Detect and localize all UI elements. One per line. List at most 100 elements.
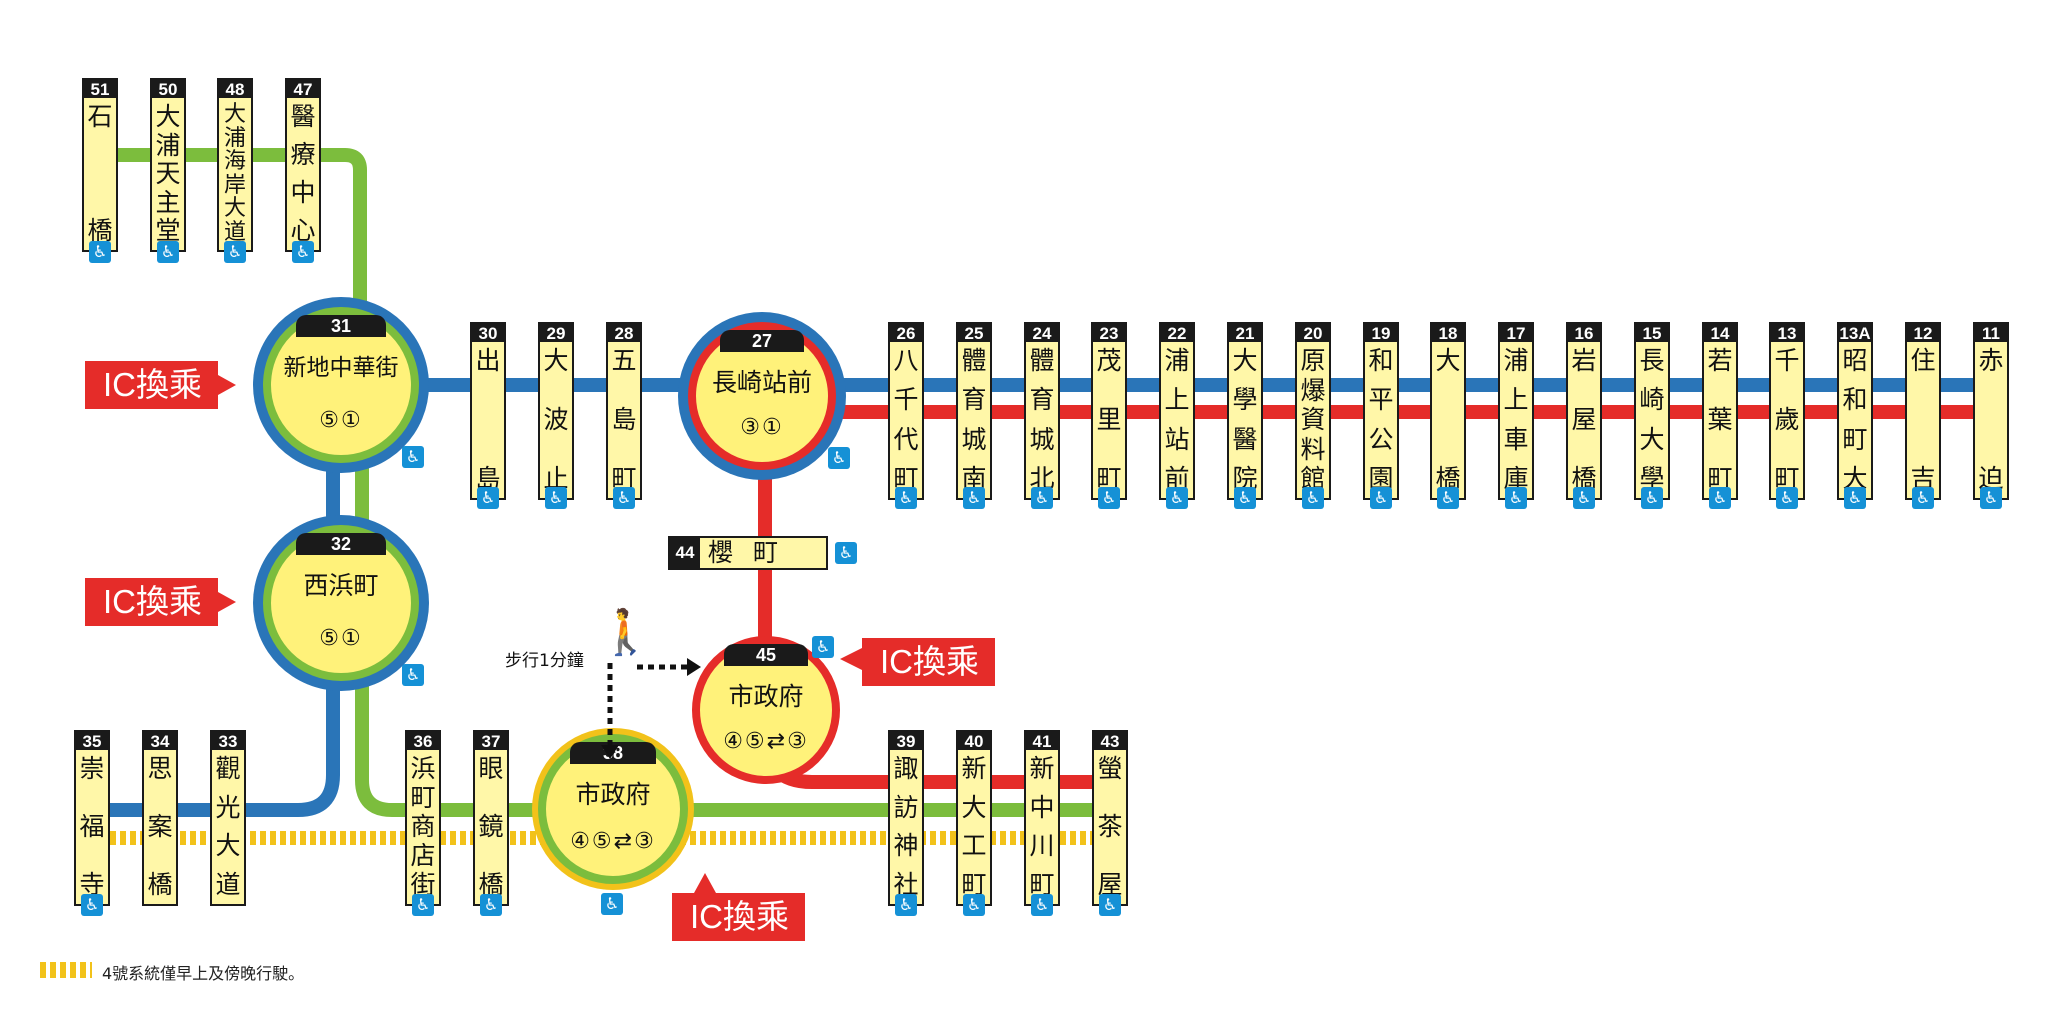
station-name: 櫻町 xyxy=(708,538,799,567)
station-51[interactable]: 51 石橋 xyxy=(82,78,118,252)
station-number: 17 xyxy=(1498,322,1534,343)
station-name: 體育城南 xyxy=(956,342,992,500)
station-name: 眼鏡橋 xyxy=(473,750,509,906)
tram-lines-icon: ⑤① xyxy=(319,408,363,433)
tram-lines-icon: ⑤① xyxy=(319,626,363,651)
station-name: 浦上站前 xyxy=(1159,342,1195,500)
station-number: 44 xyxy=(670,538,700,568)
hub-station-32[interactable]: 32 西浜町 ⑤① xyxy=(263,525,419,681)
station-name: 螢茶屋 xyxy=(1092,750,1128,906)
station-name: 大橋 xyxy=(1430,342,1466,500)
station-name: 石橋 xyxy=(82,98,118,252)
station-name: 千歲町 xyxy=(1769,342,1805,500)
station-37[interactable]: 37 眼鏡橋 xyxy=(473,730,509,906)
station-number: 41 xyxy=(1024,730,1060,751)
station-number: 22 xyxy=(1159,322,1195,343)
station-number: 13 xyxy=(1769,322,1805,343)
station-number: 48 xyxy=(217,78,253,99)
station-number: 24 xyxy=(1024,322,1060,343)
wheelchair-icon: ♿ xyxy=(224,241,246,263)
station-number: 40 xyxy=(956,730,992,751)
station-name: 崇福寺 xyxy=(74,750,110,906)
line-4-legend-swatch xyxy=(40,962,92,978)
station-name: 諏訪神社 xyxy=(888,750,924,906)
station-name: 觀光大道 xyxy=(210,750,246,906)
station-33[interactable]: 33 觀光大道 xyxy=(210,730,246,906)
station-36[interactable]: 36 浜町商店街 xyxy=(405,730,441,906)
station-name: 原爆資料館 xyxy=(1295,342,1331,500)
wheelchair-icon: ♿ xyxy=(1912,487,1934,509)
station-number: 20 xyxy=(1295,322,1331,343)
station-29[interactable]: 29 大波止 xyxy=(538,322,574,500)
ic-transfer-badge: IC換乘 xyxy=(85,578,236,626)
station-name: 思案橋 xyxy=(142,750,178,906)
station-number: 15 xyxy=(1634,322,1670,343)
station-48[interactable]: 48 大浦海岸大道 xyxy=(217,78,253,252)
wheelchair-icon: ♿ xyxy=(963,487,985,509)
walk-label: 步行1分鐘 xyxy=(505,651,584,671)
station-34[interactable]: 34 思案橋 xyxy=(142,730,178,906)
station-name: 大浦海岸大道 xyxy=(217,98,253,252)
station-35[interactable]: 35 崇福寺 xyxy=(74,730,110,906)
station-name: 五島町 xyxy=(606,342,642,500)
wheelchair-icon: ♿ xyxy=(963,894,985,916)
station-number: 34 xyxy=(142,730,178,751)
station-44[interactable]: 44 櫻町 xyxy=(668,536,828,570)
station-number: 12 xyxy=(1905,322,1941,343)
station-41[interactable]: 41 新中川町 xyxy=(1024,730,1060,906)
wheelchair-icon: ♿ xyxy=(1370,487,1392,509)
wheelchair-icon: ♿ xyxy=(402,664,424,686)
wheelchair-icon: ♿ xyxy=(1505,487,1527,509)
wheelchair-icon: ♿ xyxy=(292,241,314,263)
walk-arrows xyxy=(601,658,701,759)
station-28[interactable]: 28 五島町 xyxy=(606,322,642,500)
wheelchair-icon: ♿ xyxy=(89,241,111,263)
station-name: 浜町商店街 xyxy=(405,750,441,906)
station-40[interactable]: 40 新大工町 xyxy=(956,730,992,906)
wheelchair-icon: ♿ xyxy=(81,894,103,916)
hub-station-31[interactable]: 31 新地中華街 ⑤① xyxy=(263,307,419,463)
station-name: 和平公園 xyxy=(1363,342,1399,500)
wheelchair-icon: ♿ xyxy=(1437,487,1459,509)
station-number: 14 xyxy=(1702,322,1738,343)
hub-station-45[interactable]: 45 市政府 ④⑤⇄③ xyxy=(692,636,840,784)
wheelchair-icon: ♿ xyxy=(1776,487,1798,509)
station-name: 茂里町 xyxy=(1091,342,1127,500)
station-39[interactable]: 39 諏訪神社 xyxy=(888,730,924,906)
station-number: 25 xyxy=(956,322,992,343)
wheelchair-icon: ♿ xyxy=(1573,487,1595,509)
station-number: 13A xyxy=(1837,322,1873,343)
station-name: 新中川町 xyxy=(1024,750,1060,906)
wheelchair-icon: ♿ xyxy=(812,636,834,658)
station-name: 新大工町 xyxy=(956,750,992,906)
hub-station-27[interactable]: 27 長崎站前 ③① xyxy=(688,322,836,470)
station-43[interactable]: 43 螢茶屋 xyxy=(1092,730,1128,906)
wheelchair-icon: ♿ xyxy=(1302,487,1324,509)
hub-station-38[interactable]: 38 市政府 ④⑤⇄③ xyxy=(538,734,688,884)
station-number: 11 xyxy=(1973,322,2009,343)
station-30[interactable]: 30 出島 xyxy=(470,322,506,500)
station-number: 31 xyxy=(296,315,386,337)
station-47[interactable]: 47 醫療中心 xyxy=(285,78,321,252)
station-name: 市政府 xyxy=(728,682,804,711)
station-50[interactable]: 50 大浦天主堂 xyxy=(150,78,186,252)
station-name: 浦上車庫 xyxy=(1498,342,1534,500)
station-number: 23 xyxy=(1091,322,1127,343)
